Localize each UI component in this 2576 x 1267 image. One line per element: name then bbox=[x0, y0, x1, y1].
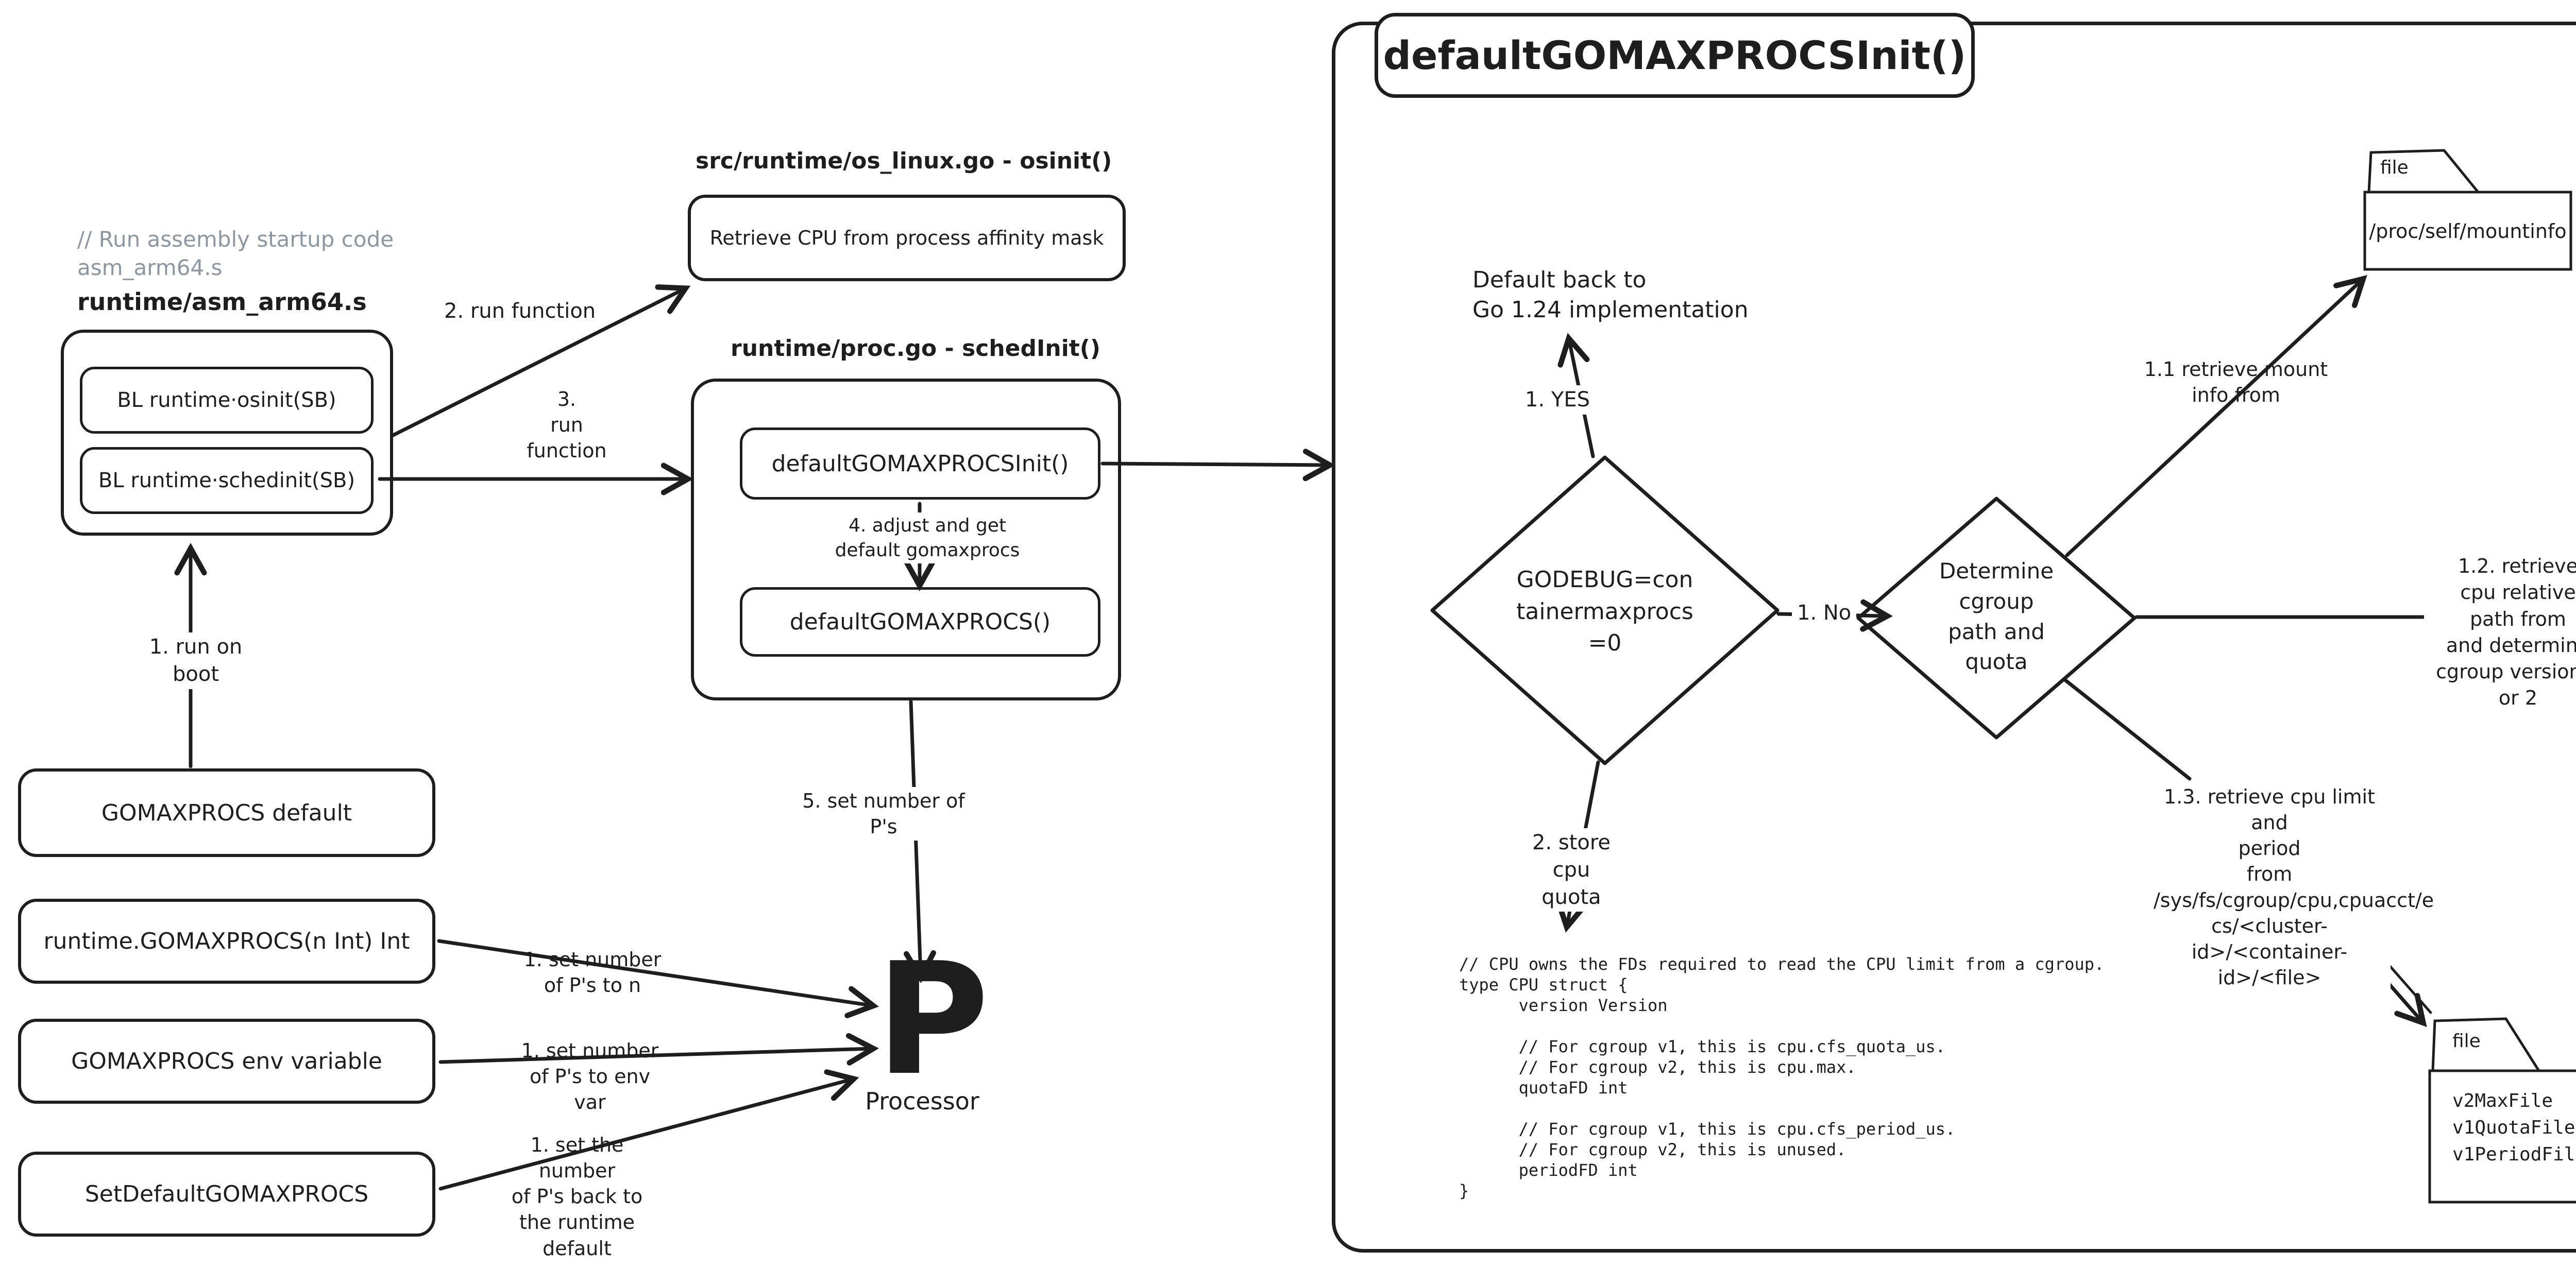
bl-osinit-box: BL runtime·osinit(SB) bbox=[80, 367, 374, 434]
label-retrieve-path: 1.2. retrieve cpu relative path from and… bbox=[2424, 552, 2576, 713]
defaultgomaxprocs-label: defaultGOMAXPROCS() bbox=[789, 609, 1051, 635]
bl-osinit-label: BL runtime·osinit(SB) bbox=[117, 388, 336, 412]
label-retrieve-mount: 1.1 retrieve mount info from bbox=[2144, 358, 2328, 407]
runtime-gomaxprocs-box: runtime.GOMAXPROCS(n Int) Int bbox=[18, 899, 435, 984]
setdefault-gomaxprocs-label: SetDefaultGOMAXPROCS bbox=[84, 1181, 369, 1207]
osinit-file-title: src/runtime/os_linux.go - osinit() bbox=[696, 148, 1112, 174]
gomaxprocs-env-box: GOMAXPROCS env variable bbox=[18, 1019, 435, 1104]
mountinfo-file-tab-label: file bbox=[2380, 157, 2409, 178]
defaultgomaxprocsinit-box: defaultGOMAXPROCSInit() bbox=[740, 427, 1100, 500]
processor-label: Processor bbox=[865, 1087, 979, 1115]
determine-diamond-text: Determine cgroup path and quota bbox=[1939, 558, 2054, 675]
bl-schedinit-label: BL runtime·schedinit(SB) bbox=[98, 469, 355, 492]
setdefault-gomaxprocs-box: SetDefaultGOMAXPROCS bbox=[18, 1152, 435, 1237]
processor-glyph: P bbox=[876, 930, 989, 1109]
cpu-struct-code: // CPU owns the FDs required to read the… bbox=[1459, 954, 2105, 1201]
files-box-tab-label: file bbox=[2452, 1031, 2481, 1052]
label-retrieve-limit: 1.3. retrieve cpu limit and period from … bbox=[2148, 783, 2434, 992]
assembly-startup-comment: // Run assembly startup code asm_arm64.s bbox=[77, 227, 394, 281]
label-run-function-3: 3. run function bbox=[527, 388, 607, 463]
runtime-gomaxprocs-label: runtime.GOMAXPROCS(n Int) Int bbox=[43, 928, 410, 954]
label-run-on-boot: 1. run on boot bbox=[139, 632, 252, 689]
label-yes: 1. YES bbox=[1520, 385, 1595, 415]
osinit-action-label: Retrieve CPU from process affinity mask bbox=[709, 227, 1104, 249]
defaultgomaxprocs-box: defaultGOMAXPROCS() bbox=[740, 587, 1100, 657]
label-set-n: 1. set number of P's to n bbox=[523, 948, 662, 997]
osinit-action-box: Retrieve CPU from process affinity mask bbox=[688, 195, 1126, 281]
label-store-quota: 2. store cpu quota bbox=[1515, 828, 1628, 912]
default-back-text: Default back to Go 1.24 implementation bbox=[1472, 267, 1749, 323]
label-run-function-2: 2. run function bbox=[444, 299, 596, 323]
asm-file-title: runtime/asm_arm64.s bbox=[77, 288, 367, 316]
panel-title: defaultGOMAXPROCSInit() bbox=[1383, 32, 1967, 78]
godebug-diamond-text: GODEBUG=con tainermaxprocs =0 bbox=[1516, 567, 1693, 657]
schedinit-file-title: runtime/proc.go - schedInit() bbox=[731, 335, 1101, 362]
gomaxprocs-default-label: GOMAXPROCS default bbox=[101, 799, 352, 826]
label-set-number-of-ps: 5. set number of P's bbox=[793, 787, 974, 841]
mountinfo-file-name: /proc/self/mountinfo bbox=[2369, 220, 2567, 243]
label-no: 1. No bbox=[1792, 598, 1857, 628]
gomaxprocs-default-box: GOMAXPROCS default bbox=[18, 768, 435, 857]
bl-schedinit-box: BL runtime·schedinit(SB) bbox=[80, 447, 374, 514]
defaultgomaxprocsinit-label: defaultGOMAXPROCSInit() bbox=[771, 450, 1069, 477]
arrow-to-panel bbox=[1100, 464, 1327, 465]
gomaxprocs-env-label: GOMAXPROCS env variable bbox=[71, 1048, 382, 1074]
label-adjust-gomaxprocs: 4. adjust and get default gomaxprocs bbox=[829, 512, 1025, 564]
panel-title-tab: defaultGOMAXPROCSInit() bbox=[1375, 13, 1975, 98]
label-set-back: 1. set the number of P's back to the run… bbox=[511, 1134, 643, 1260]
label-set-env: 1. set number of P's to env var bbox=[521, 1039, 659, 1114]
cgroup-files-text: v2MaxFile = "cpu.max" v1QuotaFile = "cpu… bbox=[2452, 1090, 2576, 1166]
